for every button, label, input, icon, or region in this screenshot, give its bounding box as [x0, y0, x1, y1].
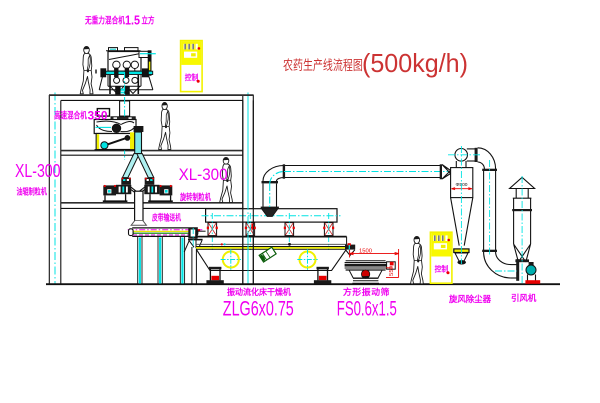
svg-text:1500: 1500	[359, 249, 372, 255]
svg-text:(500kg/h): (500kg/h)	[362, 48, 468, 78]
svg-text:FS0.6x1.5: FS0.6x1.5	[337, 298, 397, 321]
svg-text:550: 550	[389, 266, 395, 276]
svg-text:无重力混合机: 无重力混合机	[84, 14, 125, 25]
svg-text:350: 350	[88, 109, 108, 123]
svg-text:立方: 立方	[142, 14, 155, 25]
svg-text:旋风除尘器: 旋风除尘器	[448, 293, 491, 304]
svg-text:XL-300: XL-300	[179, 166, 228, 184]
svg-text:1.5: 1.5	[125, 14, 140, 28]
svg-text:皮带输送机: 皮带输送机	[151, 212, 181, 223]
svg-text:振动流化床干燥机: 振动流化床干燥机	[227, 287, 292, 297]
svg-text:农药生产线流程图: 农药生产线流程图	[283, 57, 363, 73]
svg-text:旋转制粒机: 旋转制粒机	[179, 191, 211, 202]
svg-text:方形振动筛: 方形振动筛	[343, 286, 390, 297]
svg-text:XL-300: XL-300	[15, 161, 61, 181]
svg-text:ZLG6x0.75: ZLG6x0.75	[223, 298, 294, 321]
svg-text:引风机: 引风机	[511, 292, 537, 303]
svg-text:高速混合机: 高速混合机	[54, 109, 87, 120]
svg-text:油辊制粒机: 油辊制粒机	[17, 185, 48, 197]
